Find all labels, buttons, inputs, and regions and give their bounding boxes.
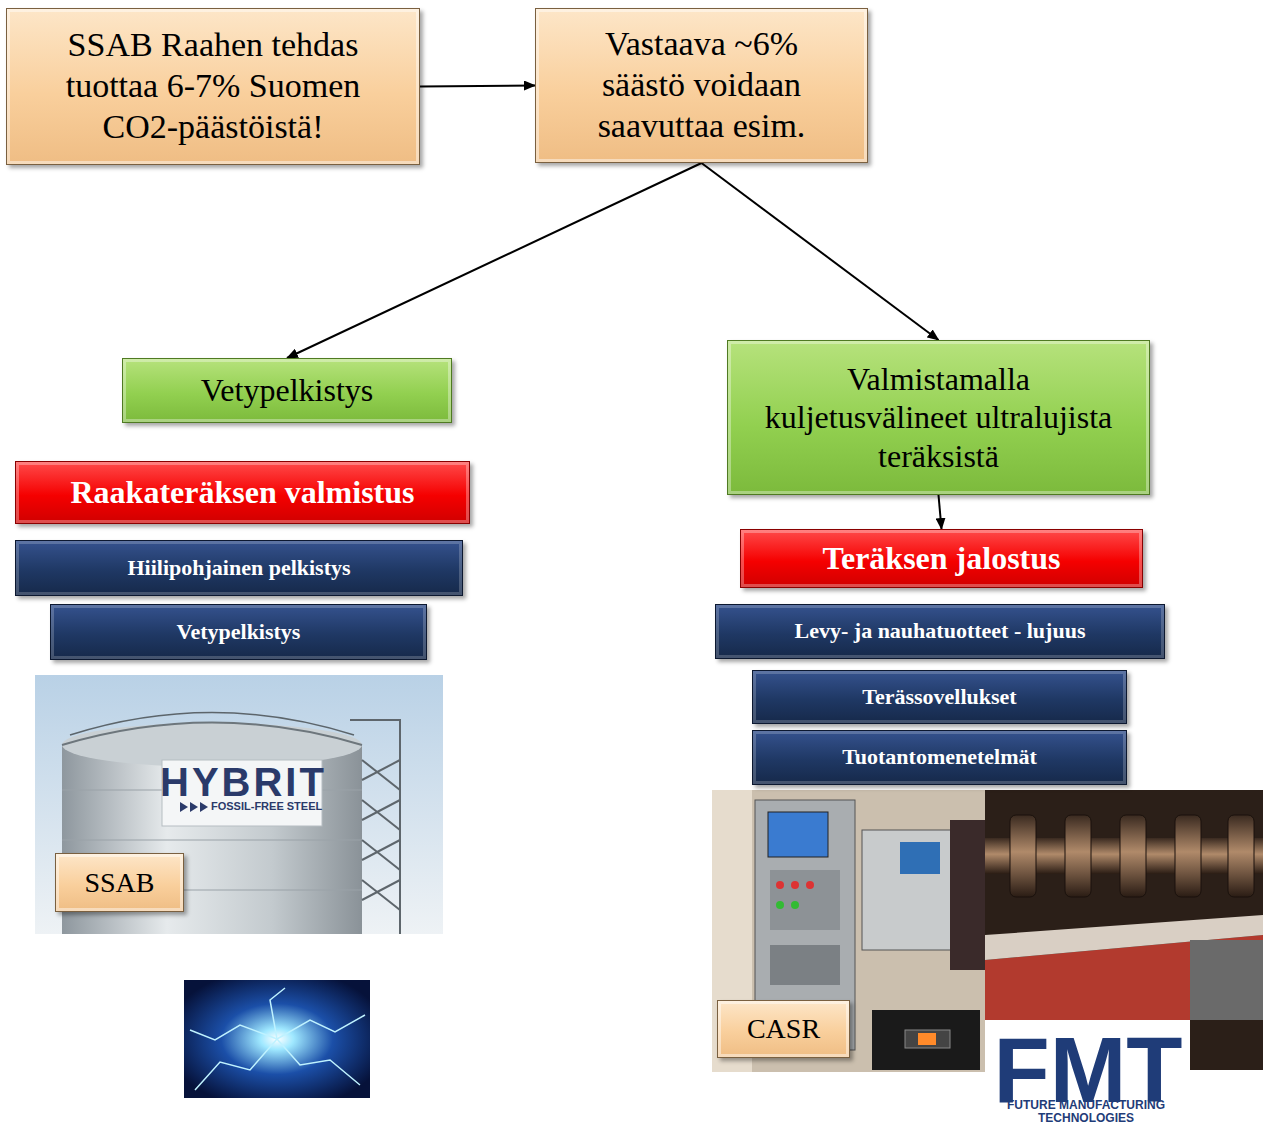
text-group: CASR bbox=[747, 1012, 820, 1046]
photo-tag: CASR bbox=[717, 1000, 850, 1058]
lightning-image bbox=[184, 980, 370, 1098]
node-text: Vetypelkistys bbox=[177, 619, 301, 645]
node-text: Raakateräksen valmistus bbox=[70, 473, 414, 511]
text-group: Levy- ja nauhatuotteet - lujuus bbox=[795, 618, 1086, 644]
lab-photo bbox=[712, 790, 985, 1072]
node-text: SSAB Raahen tehdas tuottaa 6-7% Suomen C… bbox=[27, 25, 399, 147]
topic-bar: Hiilipohjainen pelkistys bbox=[15, 540, 463, 596]
text-group: Terässovellukset bbox=[862, 684, 1016, 710]
text-group: Vastaava ~6% säästö voidaan saavuttaa es… bbox=[566, 24, 837, 146]
arrow-connector bbox=[287, 163, 702, 358]
arrow-connector bbox=[939, 495, 942, 529]
node-text: CASR bbox=[747, 1012, 820, 1046]
node-text: Hiilipohjainen pelkistys bbox=[127, 555, 350, 581]
hybrit-photo bbox=[35, 675, 443, 934]
text-group: Valmistamalla kuljetusvälineet ultraluji… bbox=[748, 360, 1129, 475]
category-box: Teräksen jalostus bbox=[740, 529, 1143, 588]
topic-bar: Tuotantomenetelmät bbox=[752, 730, 1127, 785]
node-text: Vetypelkistys bbox=[201, 371, 373, 409]
text-group: Vetypelkistys bbox=[201, 371, 373, 409]
method-box: Vetypelkistys bbox=[122, 358, 452, 423]
text-group: Vetypelkistys bbox=[177, 619, 301, 645]
source-box: SSAB Raahen tehdas tuottaa 6-7% Suomen C… bbox=[6, 8, 420, 165]
text-group: SSAB bbox=[84, 866, 154, 900]
text-group: SSAB Raahen tehdas tuottaa 6-7% Suomen C… bbox=[27, 25, 399, 147]
topic-bar: Levy- ja nauhatuotteet - lujuus bbox=[715, 604, 1165, 659]
logo-subtext: FUTURE MANUFACTURING TECHNOLOGIES bbox=[1000, 1099, 1172, 1125]
topic-bar: Vetypelkistys bbox=[50, 604, 427, 660]
source-box: Vastaava ~6% säästö voidaan saavuttaa es… bbox=[535, 8, 868, 163]
node-text: SSAB bbox=[84, 866, 154, 900]
text-group: Raakateräksen valmistus bbox=[70, 473, 414, 511]
logo-ground bbox=[985, 1020, 1190, 1131]
node-text: Tuotantomenetelmät bbox=[842, 744, 1037, 770]
text-group: Tuotantomenetelmät bbox=[842, 744, 1037, 770]
sign-text: HYBRIT bbox=[160, 760, 330, 804]
node-text: Terässovellukset bbox=[862, 684, 1016, 710]
text-group: Teräksen jalostus bbox=[823, 539, 1061, 577]
node-text: Levy- ja nauhatuotteet - lujuus bbox=[795, 618, 1086, 644]
category-box: Raakateräksen valmistus bbox=[15, 461, 470, 524]
text-group: Hiilipohjainen pelkistys bbox=[127, 555, 350, 581]
arrow-connector bbox=[420, 86, 535, 87]
method-box: Valmistamalla kuljetusvälineet ultraluji… bbox=[727, 340, 1150, 495]
node-text: Valmistamalla kuljetusvälineet ultraluji… bbox=[748, 360, 1129, 475]
photo-tag: SSAB bbox=[55, 853, 184, 912]
topic-bar: Terässovellukset bbox=[752, 670, 1127, 724]
arrow-connector bbox=[702, 163, 939, 340]
node-text: Vastaava ~6% säästö voidaan saavuttaa es… bbox=[566, 24, 837, 146]
node-text: Teräksen jalostus bbox=[823, 539, 1061, 577]
sign-text: FOSSIL-FREE STEEL bbox=[211, 800, 341, 812]
